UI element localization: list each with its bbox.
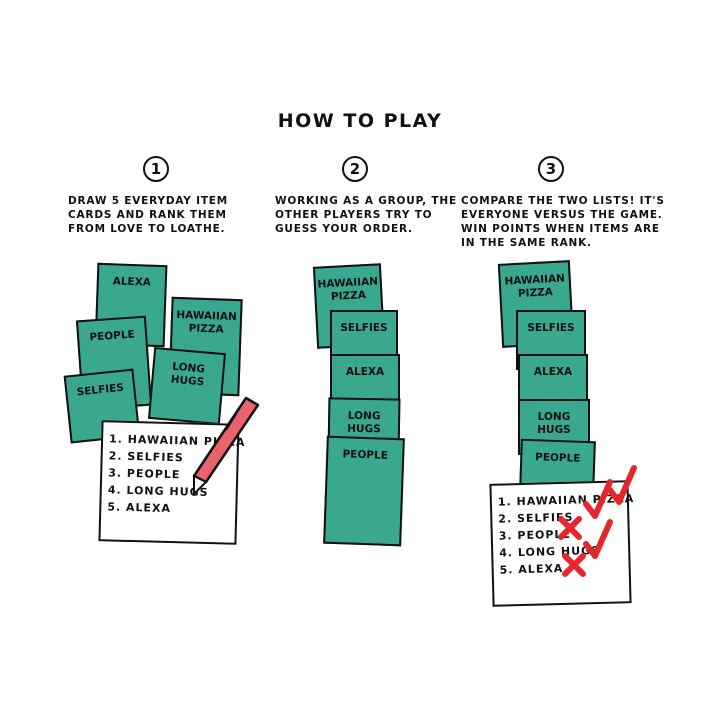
step-3-text: COMPARE THE TWO LISTS! IT'S EVERYONE VER… bbox=[461, 195, 665, 249]
page-title: HOW TO PLAY bbox=[277, 110, 443, 132]
item-card: PEOPLE bbox=[323, 435, 405, 547]
step-1-text: DRAW 5 EVERYDAY ITEM CARDS AND RANK THEM… bbox=[68, 195, 229, 235]
step-2-number: 2 bbox=[342, 156, 368, 182]
list-item: 1. HAWAIIAN PIZZA bbox=[497, 492, 635, 509]
step-2-text: WORKING AS A GROUP, THE OTHER PLAYERS TR… bbox=[275, 195, 457, 235]
step-3-number: 3 bbox=[538, 156, 564, 182]
ranking-note-step3: 1. HAWAIIAN PIZZA 2. SELFIES 3. PEOPLE 4… bbox=[489, 480, 635, 607]
list-item: 5. ALEXA bbox=[107, 500, 172, 516]
list-item: 5. ALEXA bbox=[499, 561, 564, 577]
item-card: LONG HUGS bbox=[147, 346, 227, 426]
step-1-number: 1 bbox=[143, 156, 169, 182]
ranking-note-step1: 1. HAWAIIAN PIZZA 2. SELFIES 3. PEOPLE 4… bbox=[98, 420, 246, 545]
